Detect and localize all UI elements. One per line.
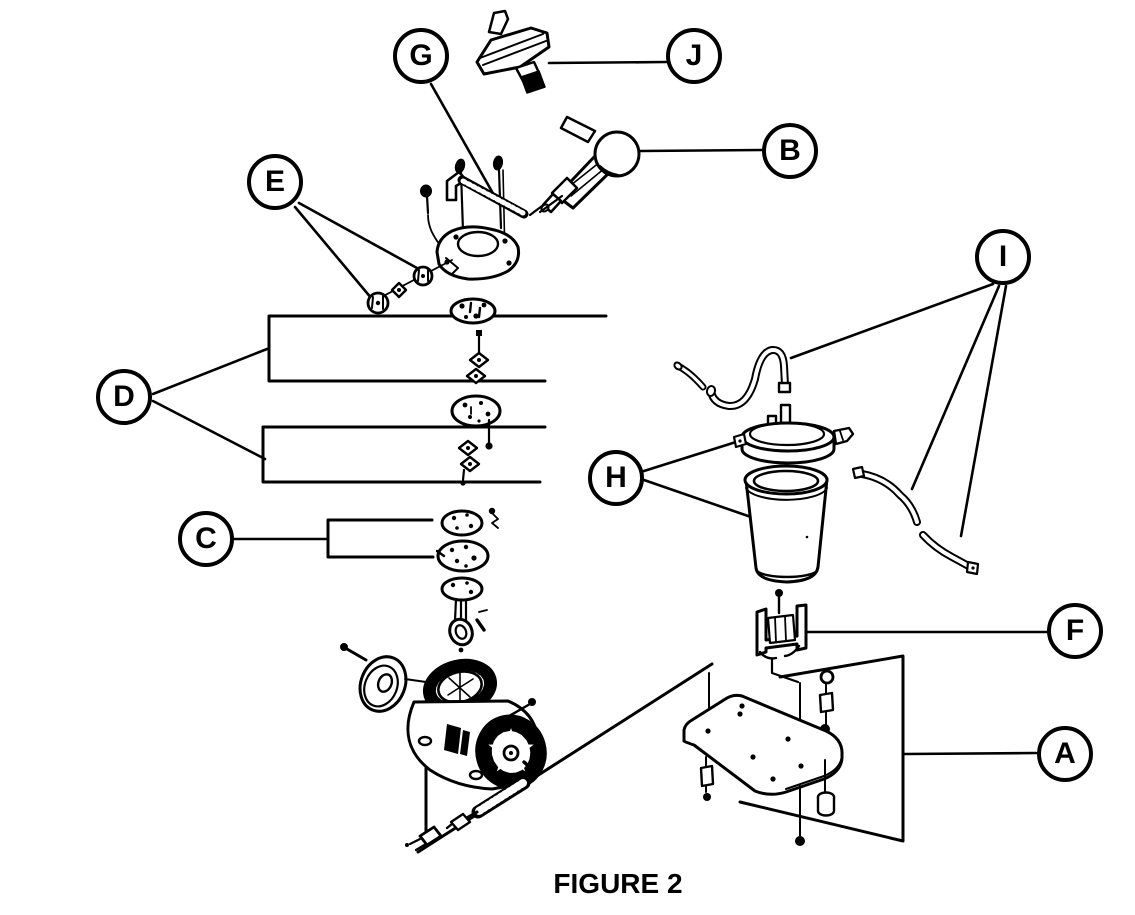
callout-i: I [975, 229, 1031, 285]
piston-connecting-rod [440, 576, 488, 653]
callout-c-letter: C [195, 522, 217, 555]
callout-g-letter: G [409, 39, 433, 72]
clamp-f-part [755, 589, 808, 684]
callout-d: D [96, 369, 152, 425]
figure-caption: FIGURE 2 [553, 868, 683, 899]
callout-f-letter: F [1065, 614, 1085, 647]
callout-e: E [247, 154, 303, 210]
leader-lines [151, 60, 1049, 756]
callout-f: F [1047, 603, 1103, 659]
bracket-a [738, 654, 905, 843]
tubes-i-parts [673, 345, 980, 576]
jar-lid-part [732, 403, 855, 465]
regulator-valve-part [528, 115, 641, 217]
power-cord [405, 760, 533, 852]
bracket-d-lower [261, 425, 547, 484]
base-plate-a-part [682, 669, 844, 846]
diaphragm-stack-d [449, 297, 502, 486]
fittings-e-parts [366, 259, 453, 315]
callout-b: B [762, 123, 818, 179]
pump-head-assembly [420, 155, 529, 281]
jar-cup-part [743, 464, 829, 584]
callout-j: J [666, 28, 722, 84]
callout-c: C [178, 511, 234, 567]
bracket-d-upper [267, 314, 608, 383]
callout-g: G [393, 28, 449, 84]
motor-assembly [340, 643, 547, 791]
callout-h-letter: H [605, 461, 627, 494]
valve-plates-c [435, 507, 499, 573]
callout-j-letter: J [685, 39, 703, 72]
callout-a-letter: A [1054, 737, 1076, 770]
callout-b-letter: B [779, 134, 801, 167]
callout-a: A [1037, 726, 1093, 782]
callout-i-letter: I [998, 240, 1008, 273]
callout-h: H [588, 450, 644, 506]
bracket-c [326, 518, 435, 559]
air-filter-part [475, 9, 551, 94]
callout-e-letter: E [264, 165, 285, 198]
callout-d-letter: D [113, 380, 135, 413]
